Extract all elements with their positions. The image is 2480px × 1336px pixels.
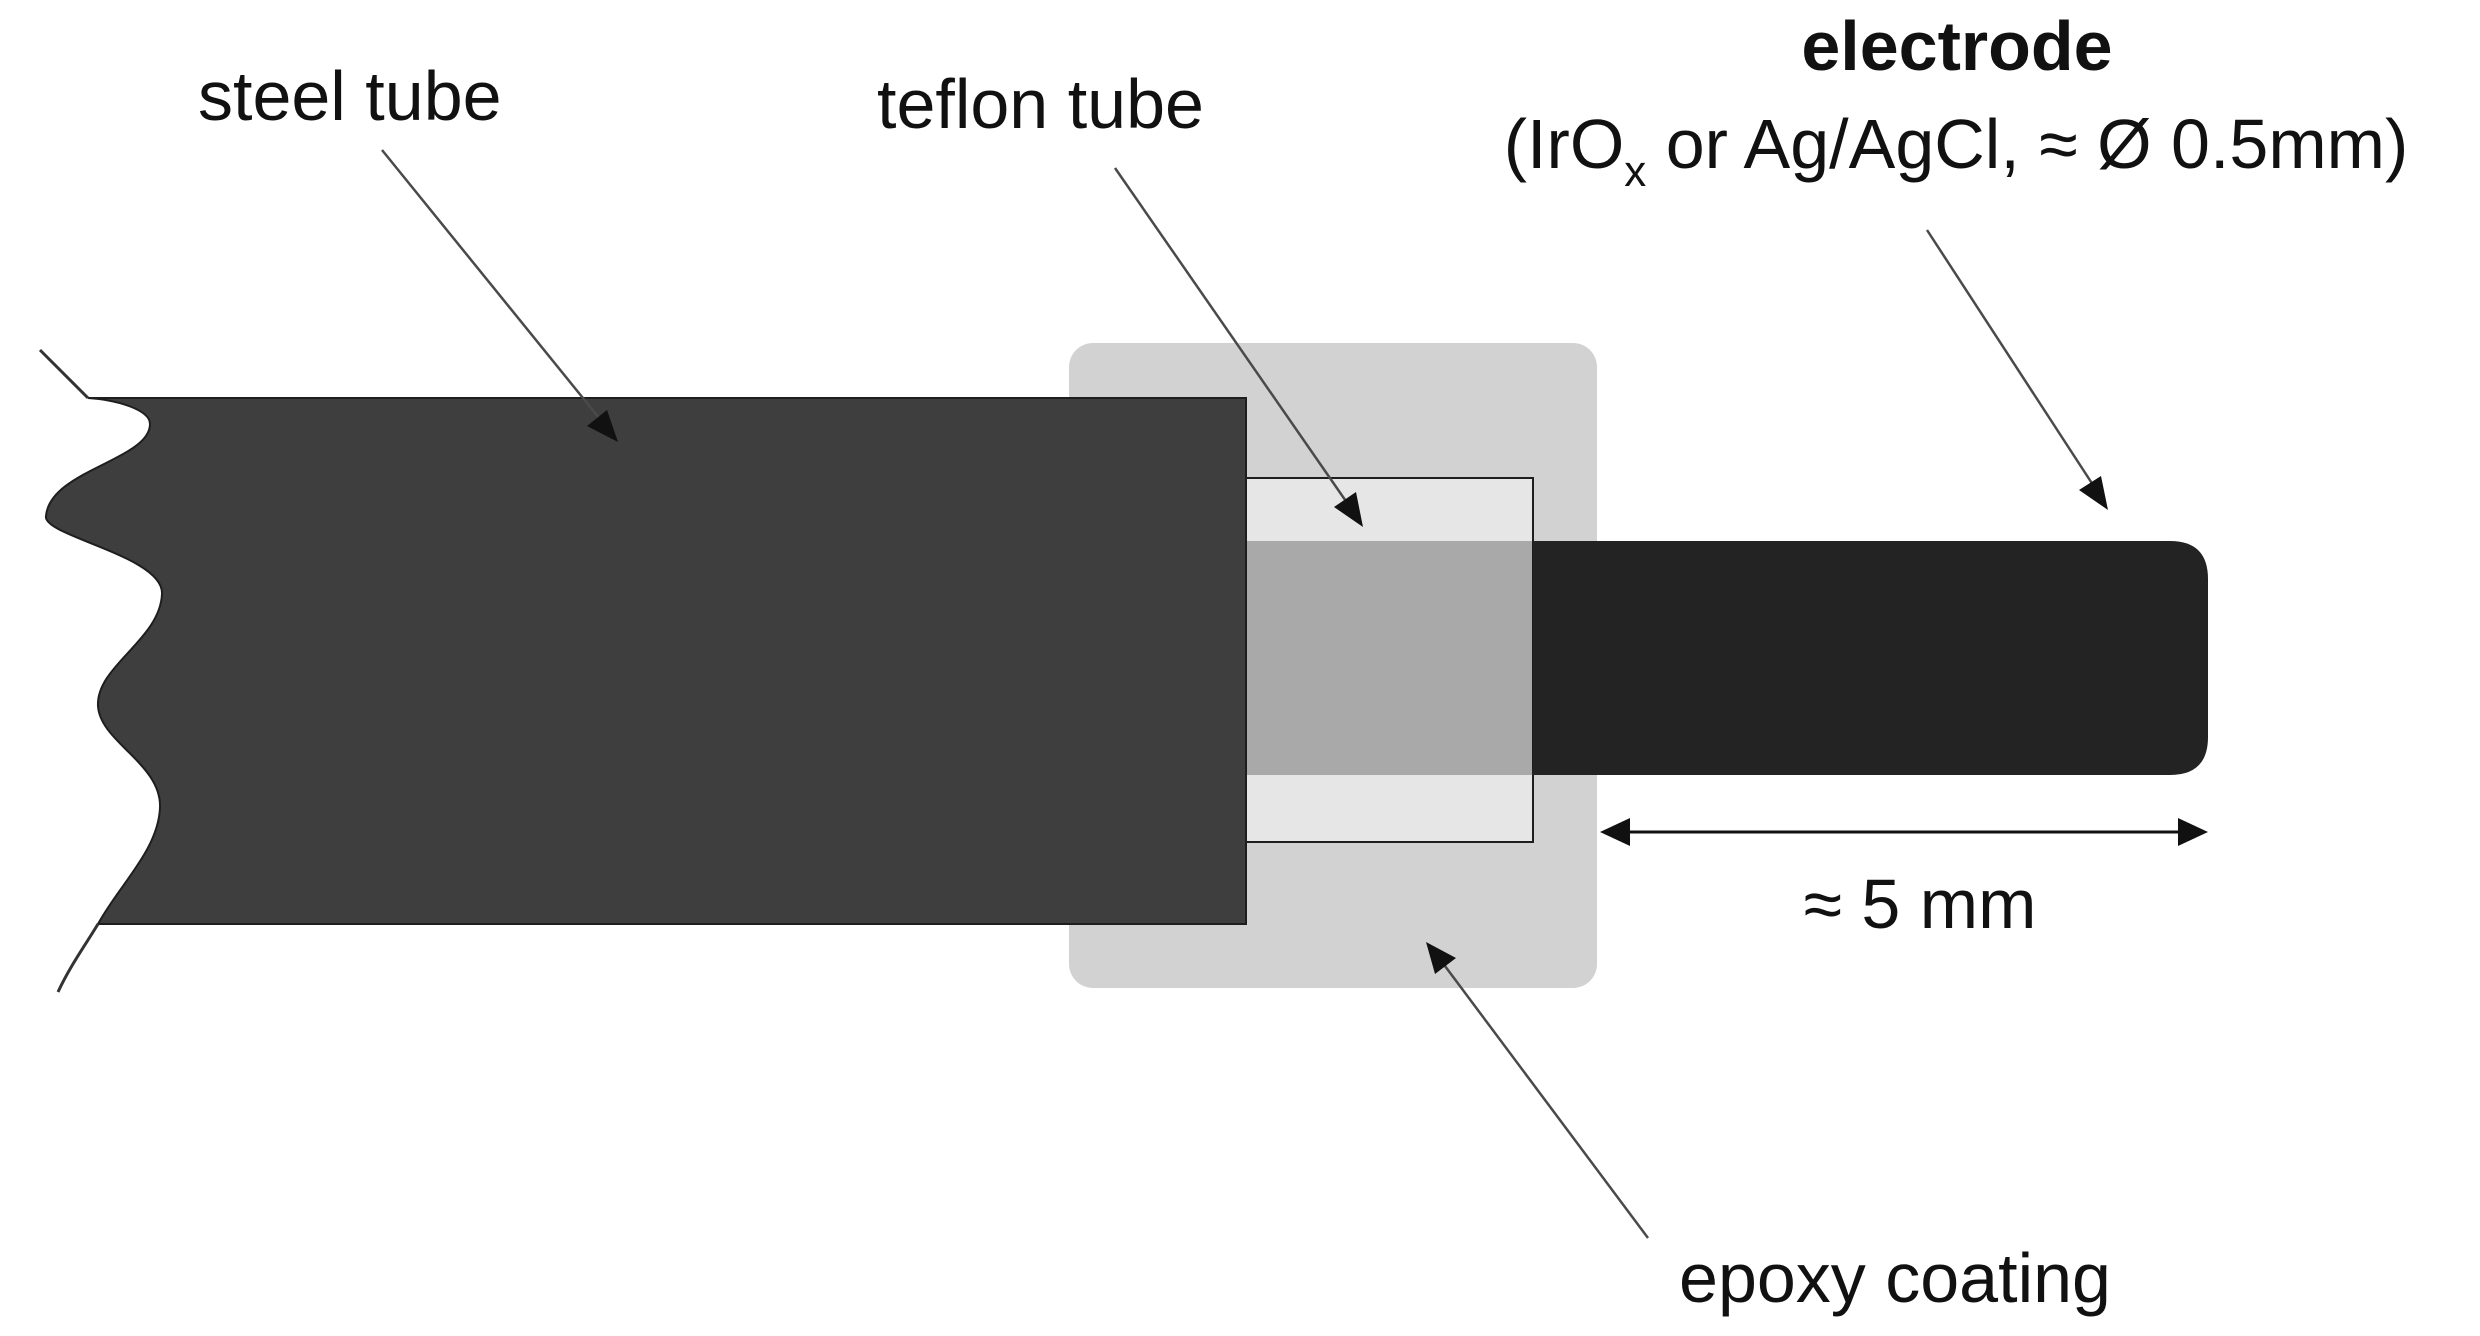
electrode-arrowhead [2079,476,2108,510]
electrode-detail-prefix: (IrO [1504,105,1625,183]
teflon-tube-label: teflon tube [877,65,1204,143]
electrode-leader-line [1925,229,2097,489]
electrode-title-label: electrode [1801,7,2112,85]
electrode-shape [1533,541,2208,775]
teflon-tube-arrowhead [1334,492,1363,527]
epoxy-coating-arrowhead [1426,942,1456,974]
electrode-inner-shape [1247,541,1532,775]
steel-tube-break-line-top [38,348,90,400]
length-dimension-arrow-left [1600,818,1630,846]
steel-tube-shape [45,397,1247,925]
steel-tube-break-line-bottom [56,923,100,993]
steel-tube-arrowhead [587,410,618,442]
steel-tube-label: steel tube [198,57,502,135]
electrode-detail-suffix: or Ag/AgCl, ≈ Ø 0.5mm) [1646,105,2408,183]
epoxy-coating-leader-line [1440,961,1650,1239]
steel-tube-leader-line [381,149,605,425]
length-dimension-arrow-right [2178,818,2208,846]
electrode-detail-subscript: x [1624,147,1646,196]
epoxy-coating-label: epoxy coating [1679,1239,2111,1317]
electrode-detail-label: (IrOx or Ag/AgCl, ≈ Ø 0.5mm) [1504,105,2409,196]
teflon-tube-leader-line [1113,167,1352,508]
length-dimension-label: ≈ 5 mm [1804,865,2037,943]
